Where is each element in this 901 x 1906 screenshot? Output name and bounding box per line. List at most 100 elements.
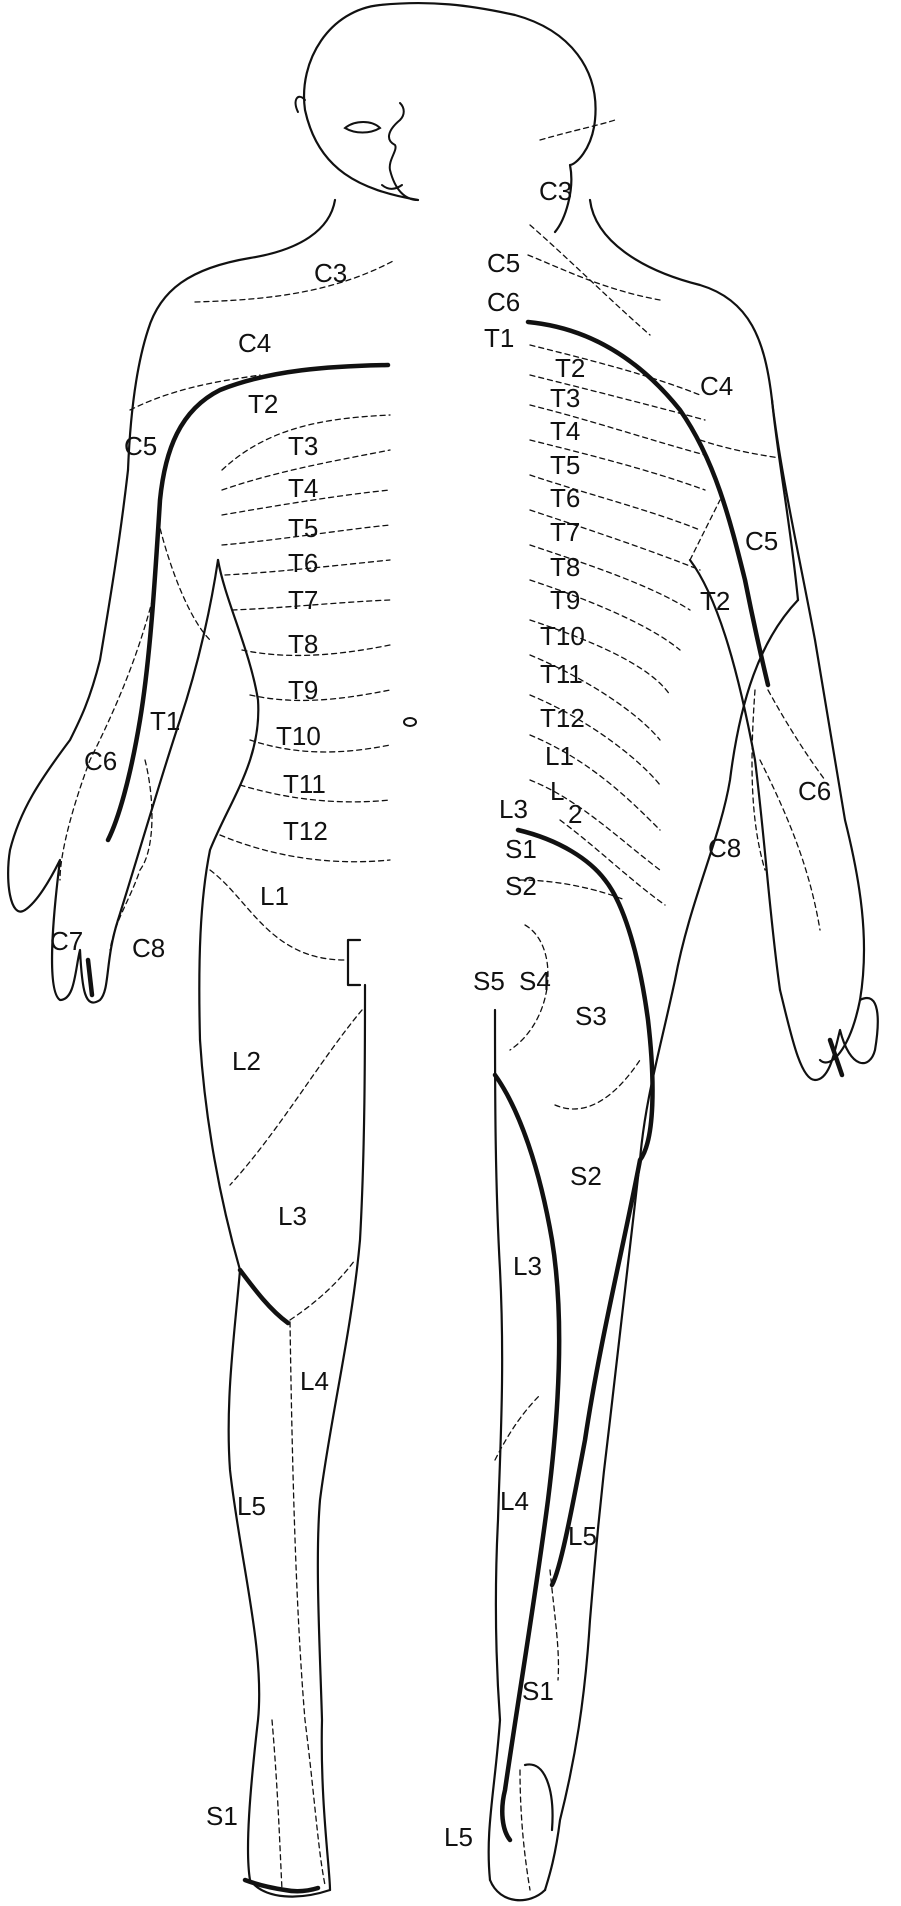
back-leg-outer <box>543 1158 642 1892</box>
label-back-l1: L1 <box>545 741 574 771</box>
label-back-l2-letter: L <box>550 776 564 806</box>
front-c4-t2-boundary <box>129 374 261 411</box>
label-front-t6: T6 <box>288 548 318 578</box>
back-arm-c5-t2 <box>689 499 721 561</box>
back-arm-inner <box>688 558 782 992</box>
front-t5-t6 <box>221 524 391 546</box>
back-t1-t2 <box>529 344 701 396</box>
back-forearm-c6-c8 <box>751 689 766 871</box>
back-t12-l1 <box>529 734 661 831</box>
back-s3-boundary <box>554 1059 641 1110</box>
back-t10-t11 <box>529 654 661 741</box>
label-back-c3: C3 <box>539 176 572 206</box>
back-hand <box>778 988 879 1082</box>
back-axial-line-arm <box>525 319 771 688</box>
front-c6-t1-forearm <box>59 589 156 881</box>
front-c5-c6-arm <box>157 519 211 641</box>
front-t4-t5 <box>221 489 391 516</box>
mouth-icon <box>381 184 403 190</box>
back-s3-s4 <box>509 924 549 1051</box>
front-t9-t10 <box>249 689 391 702</box>
left-leg-outer <box>198 1038 261 1882</box>
label-front-t4: T4 <box>288 473 318 503</box>
back-c4-lateral <box>699 439 781 459</box>
label-back-s2-thigh: S2 <box>570 1161 602 1191</box>
back-heel-s1 <box>519 1769 531 1891</box>
label-back-c4: C4 <box>700 371 733 401</box>
navel-icon <box>403 717 417 727</box>
label-front-t3: T3 <box>288 431 318 461</box>
label-front-t7: T7 <box>288 585 318 615</box>
axial-lines <box>85 319 845 1894</box>
front-t2-t3-boundary <box>221 414 391 471</box>
label-back-c5: C5 <box>487 248 520 278</box>
back-heel <box>488 1878 547 1902</box>
label-back-l5-heel: L5 <box>444 1822 473 1852</box>
label-back-l3-thigh: L3 <box>513 1251 542 1281</box>
front-toes <box>242 1877 321 1894</box>
label-front-l2: L2 <box>232 1046 261 1076</box>
ear-icon <box>294 95 306 113</box>
front-l2-l3 <box>229 1009 363 1186</box>
front-axial-line-arm <box>105 362 391 843</box>
label-back-t4: T4 <box>550 416 580 446</box>
label-back-c8-forearm: C8 <box>708 833 741 863</box>
left-arm-outer <box>7 468 130 913</box>
back-axial-line-leg <box>492 1072 562 1843</box>
label-front-l1: L1 <box>260 881 289 911</box>
left-hand <box>23 858 120 1004</box>
front-hand-mark <box>85 957 95 998</box>
label-back-l2-number: 2 <box>568 799 582 829</box>
back-t8-t9 <box>529 579 681 651</box>
front-axial-line-knee <box>237 1267 291 1326</box>
dermatome-boundaries <box>59 119 826 1891</box>
label-front-l3: L3 <box>278 1201 307 1231</box>
back-t3-t4 <box>529 404 706 456</box>
front-t8-t9 <box>241 644 391 657</box>
back-l5-s1-calf <box>549 1569 560 1681</box>
label-front-c6: C6 <box>84 746 117 776</box>
back-arm-outer <box>770 398 866 1064</box>
label-front-c4: C4 <box>238 328 271 358</box>
label-front-c3: C3 <box>314 258 347 288</box>
back-forearm-c8 <box>759 759 821 931</box>
back-l2-l3 <box>559 819 666 906</box>
groin-bracket <box>346 938 362 987</box>
label-back-t11: T11 <box>540 659 583 689</box>
back-t2-t3 <box>529 374 706 421</box>
back-heel-upper <box>523 1763 554 1832</box>
back-t5-t6 <box>529 474 701 531</box>
front-t3-t4 <box>221 449 391 491</box>
label-back-c6-forearm: C6 <box>798 776 831 806</box>
back-torso-right <box>638 598 800 1162</box>
label-back-t8: T8 <box>550 552 580 582</box>
back-t7-t8 <box>529 544 691 611</box>
face-profile <box>388 102 419 201</box>
label-front-t12: T12 <box>283 816 328 846</box>
back-c6-t1 <box>527 254 661 301</box>
back-s1-s2 <box>519 879 626 901</box>
label-front-l4: L4 <box>300 1366 329 1396</box>
label-back-t1: T1 <box>484 323 514 353</box>
right-shoulder-outline <box>588 198 800 602</box>
label-back-t2: T2 <box>555 353 585 383</box>
label-back-c6: C6 <box>487 287 520 317</box>
label-front-t10: T10 <box>276 721 321 751</box>
back-hand-mark <box>827 1037 845 1078</box>
left-leg-inner <box>316 983 367 1892</box>
label-back-l5-calf: L5 <box>568 1521 597 1551</box>
label-back-t10: T10 <box>540 621 585 651</box>
label-front-t8: T8 <box>288 629 318 659</box>
label-back-s1-calf: S1 <box>522 1676 554 1706</box>
head-outline <box>302 1 597 234</box>
front-t6-t7 <box>224 559 391 576</box>
label-back-s2: S2 <box>505 871 537 901</box>
front-labels: C3 C4 C5 T2 T3 T4 T5 T6 T7 T8 T9 T10 T11… <box>50 258 347 1831</box>
back-labels: C3 C5 C6 T1 T2 T3 T4 T5 T6 T7 T8 T9 T10 … <box>444 176 831 1852</box>
back-t9-t10 <box>529 619 671 696</box>
front-l1-l2 <box>209 869 346 961</box>
front-t12-l1 <box>219 834 391 863</box>
body-outline <box>7 1 879 1902</box>
label-back-c5-arm: C5 <box>745 526 778 556</box>
